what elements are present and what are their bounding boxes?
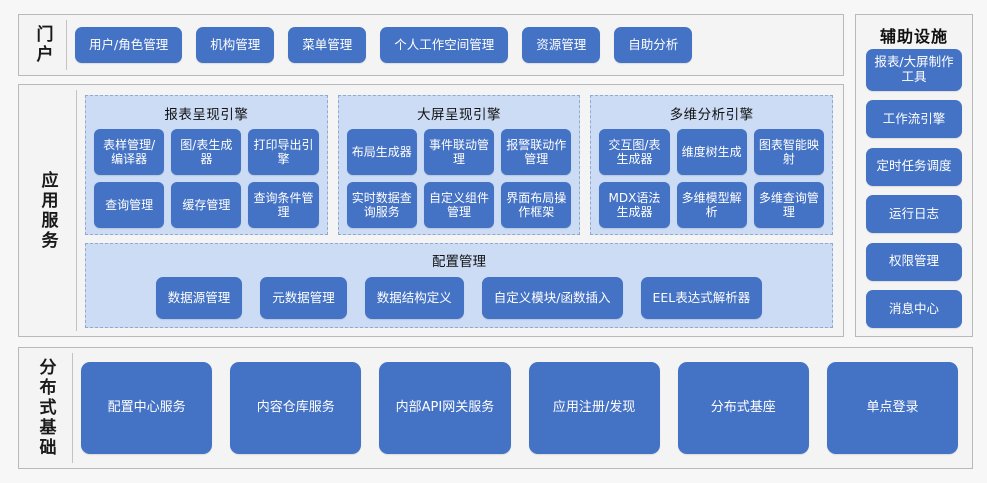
engine-bigscreen-rendering-items: 布局生成器 事件联动管理 报警联动作管理 实时数据查询服务 自定义组件管理 界面… bbox=[346, 129, 572, 228]
base-item-content-repository-service[interactable]: 内容仓库服务 bbox=[230, 362, 362, 454]
engine-report-rendering: 报表呈现引擎 表样管理/编译器 图/表生成器 打印导出引擎 查询管理 缓存管理 … bbox=[85, 95, 328, 235]
engine-multidim-analysis-items: 交互图/表生成器 维度树生成 图表智能映射 MDX语法生成器 多维模型解析 多维… bbox=[599, 129, 825, 228]
app-services-band-label: 应用服务 bbox=[19, 85, 75, 336]
engine-item-multidim-model-parsing[interactable]: 多维模型解析 bbox=[676, 182, 747, 228]
engine-item-realtime-data-query[interactable]: 实时数据查询服务 bbox=[346, 182, 417, 228]
base-item-config-center-service[interactable]: 配置中心服务 bbox=[81, 362, 213, 454]
engine-bigscreen-rendering-title: 大屏呈现引擎 bbox=[417, 107, 501, 123]
config-item-datasource-management[interactable]: 数据源管理 bbox=[155, 277, 243, 319]
portal-item-org[interactable]: 机构管理 bbox=[196, 27, 275, 63]
config-item-eel-expression-parser[interactable]: EEL表达式解析器 bbox=[640, 277, 763, 319]
engine-item-chart-table-generator[interactable]: 图/表生成器 bbox=[171, 129, 242, 175]
engine-item-chart-smart-mapping[interactable]: 图表智能映射 bbox=[753, 129, 825, 175]
engine-report-rendering-items: 表样管理/编译器 图/表生成器 打印导出引擎 查询管理 缓存管理 查询条件管理 bbox=[94, 129, 319, 228]
engine-item-query-condition-management[interactable]: 查询条件管理 bbox=[248, 182, 319, 228]
engine-item-event-linkage-management[interactable]: 事件联动管理 bbox=[423, 129, 495, 175]
aux-item-message-center[interactable]: 消息中心 bbox=[866, 289, 962, 328]
base-item-distributed-foundation[interactable]: 分布式基座 bbox=[677, 362, 809, 454]
engine-item-dimension-tree-generation[interactable]: 维度树生成 bbox=[676, 129, 747, 175]
app-services-band-label-text: 应用服务 bbox=[37, 170, 58, 251]
portal-band-label-text: 门户 bbox=[32, 25, 53, 65]
engine-item-alarm-action-management[interactable]: 报警联动作管理 bbox=[501, 129, 572, 175]
aux-item-scheduled-task[interactable]: 定时任务调度 bbox=[866, 147, 962, 186]
portal-panel: 门户 用户/角色管理 机构管理 菜单管理 个人工作空间管理 资源管理 自助分析 bbox=[18, 14, 844, 76]
engine-item-ui-layout-framework[interactable]: 界面布局操作框架 bbox=[501, 182, 572, 228]
engine-item-mdx-syntax-generator[interactable]: MDX语法生成器 bbox=[599, 182, 670, 228]
app-services-band-divider bbox=[76, 90, 77, 331]
aux-item-permission[interactable]: 权限管理 bbox=[866, 242, 962, 281]
distributed-base-band-label: 分布式基础 bbox=[19, 348, 71, 468]
aux-item-runtime-log[interactable]: 运行日志 bbox=[866, 195, 962, 234]
engine-item-interactive-chart-generator[interactable]: 交互图/表生成器 bbox=[599, 129, 670, 175]
engine-group-list: 报表呈现引擎 表样管理/编译器 图/表生成器 打印导出引擎 查询管理 缓存管理 … bbox=[85, 95, 834, 235]
distributed-base-band-divider bbox=[72, 353, 73, 463]
portal-item-user-role[interactable]: 用户/角色管理 bbox=[75, 27, 183, 63]
engine-item-custom-component-management[interactable]: 自定义组件管理 bbox=[423, 182, 495, 228]
aux-item-workflow-engine[interactable]: 工作流引擎 bbox=[866, 100, 962, 139]
portal-item-list: 用户/角色管理 机构管理 菜单管理 个人工作空间管理 资源管理 自助分析 bbox=[75, 25, 835, 65]
config-item-custom-module-function[interactable]: 自定义模块/函数插入 bbox=[481, 277, 623, 319]
base-item-app-registry-discovery[interactable]: 应用注册/发现 bbox=[528, 362, 660, 454]
config-management-title: 配置管理 bbox=[432, 254, 486, 270]
aux-facilities-title: 辅助设施 bbox=[879, 27, 948, 46]
aux-facilities-panel: 辅助设施 报表/大屏制作工具 工作流引擎 定时任务调度 运行日志 权限管理 消息… bbox=[855, 14, 973, 337]
portal-item-workspace[interactable]: 个人工作空间管理 bbox=[380, 27, 509, 63]
config-management-group: 配置管理 数据源管理 元数据管理 数据结构定义 自定义模块/函数插入 EEL表达… bbox=[85, 243, 833, 328]
engine-item-query-management[interactable]: 查询管理 bbox=[94, 182, 165, 228]
portal-band-label: 门户 bbox=[19, 15, 65, 75]
portal-band-divider bbox=[66, 20, 67, 70]
engine-item-template-compiler[interactable]: 表样管理/编译器 bbox=[94, 129, 165, 175]
engine-item-multidim-query-management[interactable]: 多维查询管理 bbox=[753, 182, 825, 228]
config-item-metadata-management[interactable]: 元数据管理 bbox=[260, 277, 347, 319]
base-item-single-sign-on[interactable]: 单点登录 bbox=[826, 362, 959, 454]
engine-bigscreen-rendering: 大屏呈现引擎 布局生成器 事件联动管理 报警联动作管理 实时数据查询服务 自定义… bbox=[337, 95, 581, 235]
aux-item-report-screen-tool[interactable]: 报表/大屏制作工具 bbox=[866, 49, 962, 91]
engine-item-cache-management[interactable]: 缓存管理 bbox=[171, 182, 242, 228]
portal-item-menu[interactable]: 菜单管理 bbox=[288, 27, 367, 63]
base-item-internal-api-gateway-service[interactable]: 内部API网关服务 bbox=[379, 362, 511, 454]
distributed-base-band-label-text: 分布式基础 bbox=[35, 358, 56, 458]
engine-multidim-analysis: 多维分析引擎 交互图/表生成器 维度树生成 图表智能映射 MDX语法生成器 多维… bbox=[590, 95, 834, 235]
portal-item-self-service-analysis[interactable]: 自助分析 bbox=[614, 27, 693, 63]
distributed-base-panel: 分布式基础 配置中心服务 内容仓库服务 内部API网关服务 应用注册/发现 分布… bbox=[18, 347, 973, 469]
distributed-base-item-list: 配置中心服务 内容仓库服务 内部API网关服务 应用注册/发现 分布式基座 单点… bbox=[81, 362, 959, 454]
aux-facilities-list: 报表/大屏制作工具 工作流引擎 定时任务调度 运行日志 权限管理 消息中心 bbox=[866, 49, 962, 328]
portal-item-resource[interactable]: 资源管理 bbox=[522, 27, 601, 63]
application-services-panel: 应用服务 报表呈现引擎 表样管理/编译器 图/表生成器 打印导出引擎 查询管理 … bbox=[18, 84, 844, 337]
engine-item-layout-generator[interactable]: 布局生成器 bbox=[346, 129, 417, 175]
config-management-items: 数据源管理 元数据管理 数据结构定义 自定义模块/函数插入 EEL表达式解析器 bbox=[96, 277, 822, 319]
engine-multidim-analysis-title: 多维分析引擎 bbox=[669, 107, 754, 123]
engine-item-print-export-engine[interactable]: 打印导出引擎 bbox=[248, 129, 319, 175]
config-item-data-structure-definition[interactable]: 数据结构定义 bbox=[364, 277, 464, 319]
engine-report-rendering-title: 报表呈现引擎 bbox=[164, 107, 249, 123]
